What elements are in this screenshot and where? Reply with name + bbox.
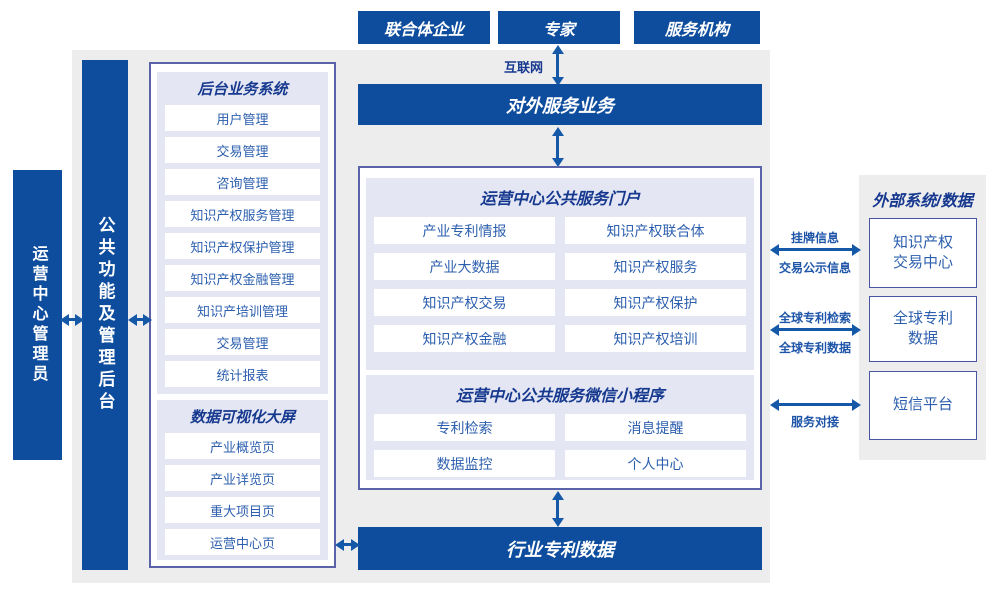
portal-item: 产业专利情报 xyxy=(374,217,555,244)
link-label-service-docking: 服务对接 xyxy=(790,415,839,429)
arrow-service-to-portal-icon xyxy=(556,136,559,158)
backend-item: 咨询管理 xyxy=(165,169,320,195)
external-box-sms-platform: 短信平台 xyxy=(869,371,977,440)
portal-item: 知识产权保护 xyxy=(565,289,746,316)
external-box-global-patent: 全球专利数据 xyxy=(869,296,977,362)
backend-item: 知识产培训管理 xyxy=(165,297,320,323)
link-label-listing-info: 挂牌信息 xyxy=(790,231,839,245)
arrow-admin-backend-icon xyxy=(69,318,75,321)
miniprogram-item: 数据监控 xyxy=(374,450,555,477)
external-box-label: 短信平台 xyxy=(892,396,953,414)
actor-box-service-orgs: 服务机构 xyxy=(634,11,760,44)
arrow-internet-icon xyxy=(556,54,559,77)
dashboard-item: 重大项目页 xyxy=(165,497,320,523)
arrow-sms-platform-icon xyxy=(779,403,852,406)
portal-section: 运营中心公共服务门户 产业专利情报 知识产权联合体 产业大数据 知识产权服务 知… xyxy=(366,178,754,370)
miniprogram-title: 运营中心公共服务微信小程序 xyxy=(455,388,664,405)
portal-item: 知识产权交易 xyxy=(374,289,555,316)
backend-item: 统计报表 xyxy=(165,361,320,387)
backend-rail: 公共功能及管理后台 xyxy=(82,60,128,570)
portal-title: 运营中心公共服务门户 xyxy=(479,191,640,208)
center-container: 运营中心公共服务门户 产业专利情报 知识产权联合体 产业大数据 知识产权服务 知… xyxy=(358,166,762,490)
backend-system-title: 后台业务系统 xyxy=(197,81,288,98)
portal-item: 知识产权服务 xyxy=(565,253,746,280)
arrow-global-patent-icon xyxy=(779,328,852,331)
external-systems-title: 外部系统/数据 xyxy=(872,193,973,210)
arrow-dashboard-data-icon xyxy=(344,543,351,546)
portal-item: 知识产权培训 xyxy=(565,325,746,352)
backend-item: 知识产权金融管理 xyxy=(165,265,320,291)
backend-item: 知识产权保护管理 xyxy=(165,233,320,259)
admin-rail: 运营中心管理员 xyxy=(13,170,62,460)
portal-item: 产业大数据 xyxy=(374,253,555,280)
miniprogram-item: 消息提醒 xyxy=(565,414,746,441)
portal-item: 知识产权联合体 xyxy=(565,217,746,244)
dashboard-section: 数据可视化大屏 产业概览页 产业详览页 重大项目页 运营中心页 xyxy=(157,400,328,560)
miniprogram-item: 个人中心 xyxy=(565,450,746,477)
industry-data-bar: 行业专利数据 xyxy=(358,527,762,570)
backend-item: 交易管理 xyxy=(165,329,320,355)
link-label-patent-search: 全球专利检索 xyxy=(778,311,851,325)
backend-system-section: 后台业务系统 用户管理 交易管理 咨询管理 知识产权服务管理 知识产权保护管理 … xyxy=(157,72,328,394)
miniprogram-item: 专利检索 xyxy=(374,414,555,441)
backend-item: 用户管理 xyxy=(165,105,320,131)
arrow-portal-to-data-icon xyxy=(556,500,559,518)
backend-item: 知识产权服务管理 xyxy=(165,201,320,227)
actor-box-experts: 专家 xyxy=(498,11,620,44)
miniprogram-section: 运营中心公共服务微信小程序 专利检索 消息提醒 数据监控 个人中心 xyxy=(366,375,754,480)
arrow-trade-center-icon xyxy=(779,248,852,251)
external-box-trade-center: 知识产权交易中心 xyxy=(869,218,977,288)
dashboard-title: 数据可视化大屏 xyxy=(189,409,295,426)
left-container: 后台业务系统 用户管理 交易管理 咨询管理 知识产权服务管理 知识产权保护管理 … xyxy=(149,62,336,568)
external-service-bar: 对外服务业务 xyxy=(358,84,762,125)
link-label-trade-publicity: 交易公示信息 xyxy=(778,261,851,275)
dashboard-item: 产业详览页 xyxy=(165,465,320,491)
dashboard-item: 产业概览页 xyxy=(165,433,320,459)
link-label-patent-data: 全球专利数据 xyxy=(778,341,851,355)
external-box-label: 知识产权交易中心 xyxy=(892,233,953,271)
backend-item: 交易管理 xyxy=(165,137,320,163)
arrow-backend-panel-icon xyxy=(137,318,143,321)
dashboard-item: 运营中心页 xyxy=(165,529,320,555)
portal-item: 知识产权金融 xyxy=(374,325,555,352)
external-box-label: 全球专利数据 xyxy=(892,309,953,347)
actor-box-consortium: 联合体企业 xyxy=(358,11,490,44)
internet-label: 互联网 xyxy=(503,60,543,75)
